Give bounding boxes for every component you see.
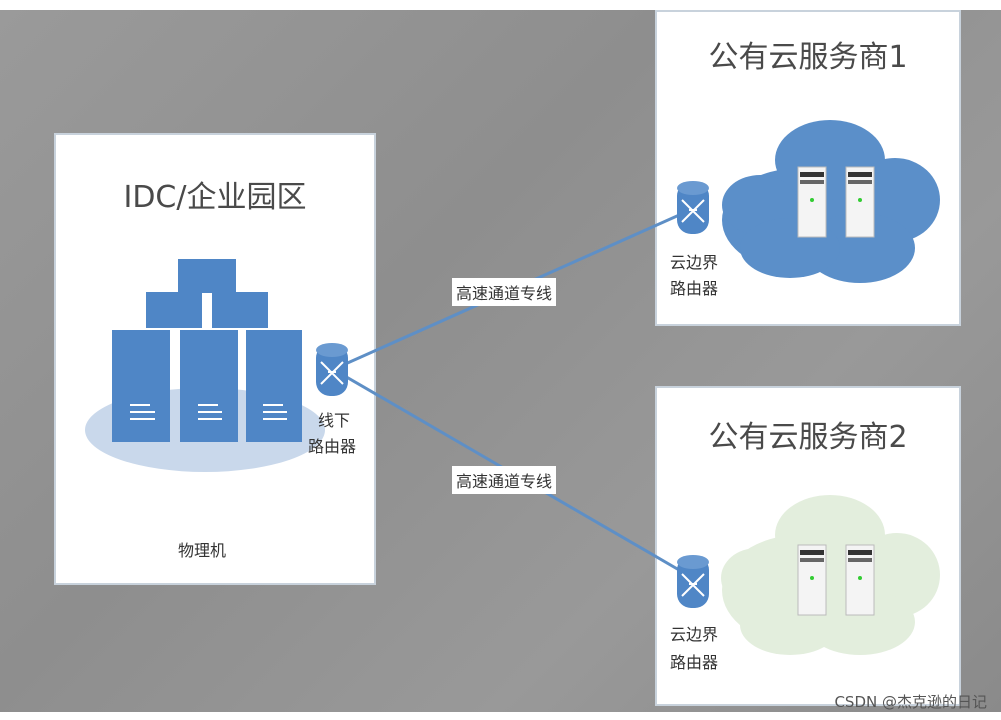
server-box-top (178, 259, 236, 293)
cloud-2-router-label-line2: 路由器 (670, 653, 719, 672)
cloud-1-title: 公有云服务商1 (708, 40, 908, 75)
link-2-label: 高速通道专线 (452, 466, 557, 494)
cloud-1-router-label-line2: 路由器 (670, 279, 719, 298)
top-border (0, 0, 1001, 10)
cloud-1-servers (797, 166, 875, 238)
idc-title: IDC/企业园区 (123, 180, 307, 215)
idc-router-icon (316, 343, 348, 396)
cloud-2-router-icon (677, 555, 709, 608)
server-tower-2 (180, 330, 238, 442)
cloud-2-servers (797, 544, 875, 616)
cloud-1-router-label-line1: 云边界 (670, 253, 719, 272)
idc-caption: 物理机 (178, 541, 227, 560)
cloud-2-router-label-line1: 云边界 (670, 625, 719, 644)
server-stack (112, 259, 302, 442)
server-box-mid-right (212, 292, 268, 328)
cloud-1-router-icon (677, 181, 709, 234)
cloud-2-shape (721, 495, 940, 655)
idc-router-label-line2: 路由器 (308, 437, 357, 456)
link-1-label: 高速通道专线 (452, 278, 557, 306)
idc-router-label-line1: 线下 (318, 411, 351, 430)
cloud-2-title: 公有云服务商2 (708, 420, 908, 455)
watermark: CSDN @杰克逊的日记 (834, 693, 987, 711)
bottom-border (0, 712, 1001, 720)
cloud-1-shape (722, 120, 940, 283)
server-tower-1 (112, 330, 170, 442)
server-box-mid-left (146, 292, 202, 328)
server-tower-3 (246, 330, 302, 442)
server-vents (130, 404, 287, 420)
